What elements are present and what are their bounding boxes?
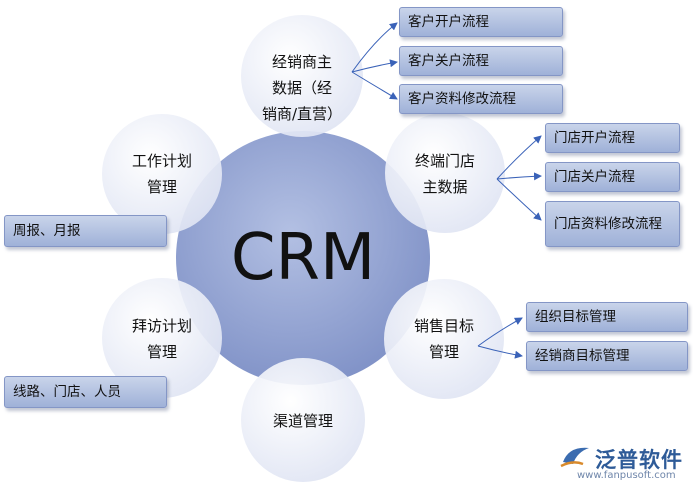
box-customer-close: 客户关户流程 bbox=[399, 46, 563, 76]
node-distributor-master-line-1: 经销商主 bbox=[272, 53, 332, 71]
node-work-plan-line-2: 管理 bbox=[147, 178, 177, 196]
node-channel-management-label: 渠道管理 bbox=[273, 412, 333, 430]
node-visit-plan-line-1: 拜访计划 bbox=[132, 317, 192, 335]
node-visit-plan-circle bbox=[102, 278, 222, 398]
box-org-target: 组织目标管理 bbox=[526, 302, 688, 332]
arrow-to-customer-close bbox=[351, 59, 398, 73]
box-route-store-staff: 线路、门店、人员 bbox=[4, 376, 167, 408]
node-distributor-master-line-3: 销商/直营） bbox=[262, 105, 342, 123]
arrow-to-store-close bbox=[496, 172, 542, 181]
node-sales-target-line-2: 管理 bbox=[429, 343, 459, 361]
arrow-to-store-open bbox=[496, 135, 542, 180]
node-work-plan-circle bbox=[102, 114, 222, 234]
arrow-to-customer-info-change bbox=[351, 71, 398, 100]
watermark: 泛普软件 www.fanpusoft.com bbox=[555, 440, 690, 486]
box-distributor-target: 经销商目标管理 bbox=[526, 341, 688, 371]
box-customer-open: 客户开户流程 bbox=[399, 7, 563, 37]
node-channel-management-circle bbox=[241, 358, 365, 482]
box-store-open: 门店开户流程 bbox=[545, 123, 680, 153]
arrow-to-store-info-change bbox=[496, 178, 542, 221]
node-terminal-store-master-line-1: 终端门店 bbox=[415, 152, 475, 170]
node-distributor-master-circle bbox=[241, 15, 363, 137]
node-distributor-master-line-2: 数据（经 bbox=[272, 79, 332, 97]
crm-center-label: CRM bbox=[231, 221, 375, 295]
node-terminal-store-master-line-2: 主数据 bbox=[422, 178, 467, 196]
node-work-plan-line-1: 工作计划 bbox=[132, 152, 192, 170]
fanpu-logo-icon bbox=[560, 447, 589, 468]
watermark-name: 泛普软件 bbox=[595, 448, 683, 472]
node-terminal-store-master-circle bbox=[385, 113, 505, 233]
node-sales-target-line-1: 销售目标 bbox=[414, 317, 474, 335]
crm-center-circle bbox=[176, 131, 430, 385]
node-sales-target-circle bbox=[384, 279, 504, 399]
arrow-to-distributor-target bbox=[477, 345, 523, 359]
watermark-url: www.fanpusoft.com bbox=[577, 470, 676, 481]
arrow-to-org-target bbox=[477, 317, 523, 347]
box-store-info-change: 门店资料修改流程 bbox=[545, 201, 680, 247]
arrow-to-customer-open bbox=[351, 22, 398, 73]
box-customer-info-change: 客户资料修改流程 bbox=[399, 84, 563, 114]
box-store-close: 门店关户流程 bbox=[545, 162, 680, 192]
node-visit-plan-line-2: 管理 bbox=[147, 343, 177, 361]
box-weekly-monthly-report: 周报、月报 bbox=[4, 215, 167, 247]
